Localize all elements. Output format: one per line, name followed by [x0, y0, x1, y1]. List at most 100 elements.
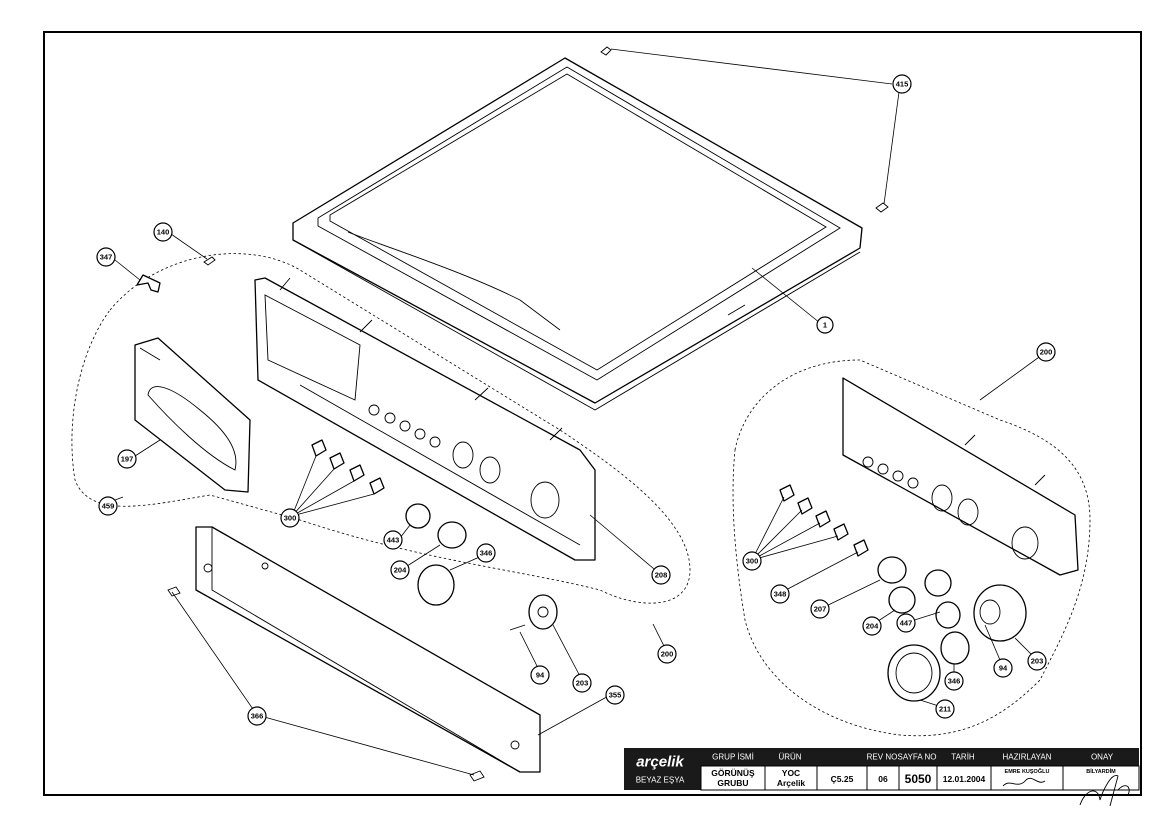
knob-447 — [935, 601, 961, 629]
svg-text:355: 355 — [609, 691, 622, 700]
callout-200-right-top: 200 — [1036, 342, 1056, 362]
prepared-signature — [1002, 777, 1046, 787]
svg-text:443: 443 — [387, 536, 400, 545]
knob-204-right — [888, 586, 916, 614]
callout-447: 447 — [896, 613, 916, 633]
callout-197: 197 — [117, 449, 137, 469]
svg-text:211: 211 — [939, 705, 951, 714]
callout-140: 140 — [153, 222, 173, 242]
header-date: TARİH — [951, 753, 975, 762]
svg-text:140: 140 — [157, 228, 170, 237]
header-page: SAYFA NO — [898, 753, 937, 762]
svg-text:204: 204 — [394, 566, 407, 575]
leader-lines — [114, 233, 1047, 776]
callout-207: 207 — [810, 599, 830, 619]
product-value-line2: Arçelik — [777, 778, 806, 788]
date-value: 12.01.2004 — [943, 774, 986, 784]
screw-366-bottom — [469, 770, 485, 782]
svg-text:346: 346 — [480, 549, 493, 558]
group-value-line1: GÖRÜNÜŞ — [711, 768, 755, 778]
screw-415-top — [600, 46, 893, 85]
svg-text:348: 348 — [774, 590, 787, 599]
timer-203-right — [973, 584, 1027, 642]
buttons-300-left — [311, 439, 385, 495]
svg-text:1: 1 — [823, 321, 827, 330]
header-revision: REV NO — [867, 753, 898, 762]
bezel-211 — [887, 644, 941, 702]
svg-text:197: 197 — [121, 455, 134, 464]
callout-204-right: 204 — [862, 616, 882, 636]
svg-text:300: 300 — [284, 514, 297, 523]
control-panel-208 — [254, 277, 596, 561]
title-block: arçelik BEYAZ EŞYA GRUP İSMİ ÜRÜN REV NO… — [624, 748, 1140, 807]
revision-value: 06 — [878, 774, 888, 784]
svg-text:208: 208 — [655, 571, 668, 580]
series-value: Ç5.25 — [831, 774, 854, 784]
knob-204-left — [437, 521, 467, 549]
svg-text:207: 207 — [814, 605, 827, 614]
top-lid — [292, 57, 863, 411]
page-value: 5050 — [905, 772, 932, 786]
svg-text:200: 200 — [661, 650, 674, 659]
approval-value: BİLYARDİM — [1086, 768, 1116, 775]
screw-415-right — [875, 91, 900, 213]
brand-logo-text: arçelik — [636, 754, 684, 771]
svg-text:300: 300 — [746, 557, 759, 566]
knob-207 — [877, 556, 907, 584]
product-value-line1: YOC — [782, 768, 800, 778]
timer-203-left — [528, 594, 558, 630]
callout-346-left: 346 — [476, 543, 496, 563]
svg-text:346: 346 — [948, 677, 961, 686]
group-outline-left — [71, 253, 691, 604]
svg-text:447: 447 — [900, 619, 913, 628]
buttons-300-right — [779, 484, 869, 557]
callout-203-right: 203 — [1027, 651, 1047, 671]
control-panel-right — [842, 377, 1079, 576]
approval-signature — [1079, 775, 1130, 807]
callout-211: 211 — [935, 699, 955, 719]
screw-94-left — [509, 624, 526, 631]
svg-text:347: 347 — [100, 253, 113, 262]
knob-346-right — [940, 631, 970, 665]
bracket-347 — [136, 274, 161, 293]
callout-415: 415 — [892, 74, 912, 94]
callout-347: 347 — [96, 247, 116, 267]
knob-346-left — [417, 564, 455, 606]
screw-366-left — [167, 586, 181, 597]
knob-443 — [405, 503, 431, 529]
callout-300-left: 300 — [280, 508, 300, 528]
group-value-line2: GRUBU — [717, 778, 748, 788]
svg-text:203: 203 — [1031, 657, 1044, 666]
callout-355: 355 — [605, 685, 625, 705]
callout-300-right: 300 — [742, 551, 762, 571]
svg-text:200: 200 — [1040, 348, 1053, 357]
svg-text:204: 204 — [866, 622, 879, 631]
brand-sub-text: BEYAZ EŞYA — [636, 776, 685, 785]
svg-text:94: 94 — [999, 664, 1008, 673]
detergent-drawer-197 — [134, 337, 251, 493]
callout-203-left: 203 — [572, 673, 592, 693]
svg-text:459: 459 — [102, 502, 115, 511]
callout-348: 348 — [770, 584, 790, 604]
callout-443: 443 — [383, 530, 403, 550]
callout-459: 459 — [98, 496, 118, 516]
bottom-strip-355 — [195, 526, 541, 773]
header-approval: ONAY — [1091, 753, 1114, 762]
group-outline-right — [732, 359, 1091, 737]
svg-text:366: 366 — [251, 712, 264, 721]
svg-text:415: 415 — [896, 80, 909, 89]
callout-366: 366 — [247, 706, 267, 726]
callout-208: 208 — [651, 565, 671, 585]
header-product: ÜRÜN — [778, 753, 801, 762]
svg-text:94: 94 — [536, 671, 545, 680]
callout-94-left: 94 — [530, 665, 550, 685]
prepared-value: EMRE KUŞOĞLU — [1005, 767, 1050, 775]
callout-200-left: 200 — [657, 644, 677, 664]
callout-94-right: 94 — [993, 658, 1013, 678]
header-prepared: HAZIRLAYAN — [1002, 753, 1051, 762]
svg-text:203: 203 — [576, 679, 589, 688]
screw-140 — [203, 256, 216, 266]
part-207-b — [924, 569, 952, 597]
drawing-frame — [43, 31, 1142, 796]
